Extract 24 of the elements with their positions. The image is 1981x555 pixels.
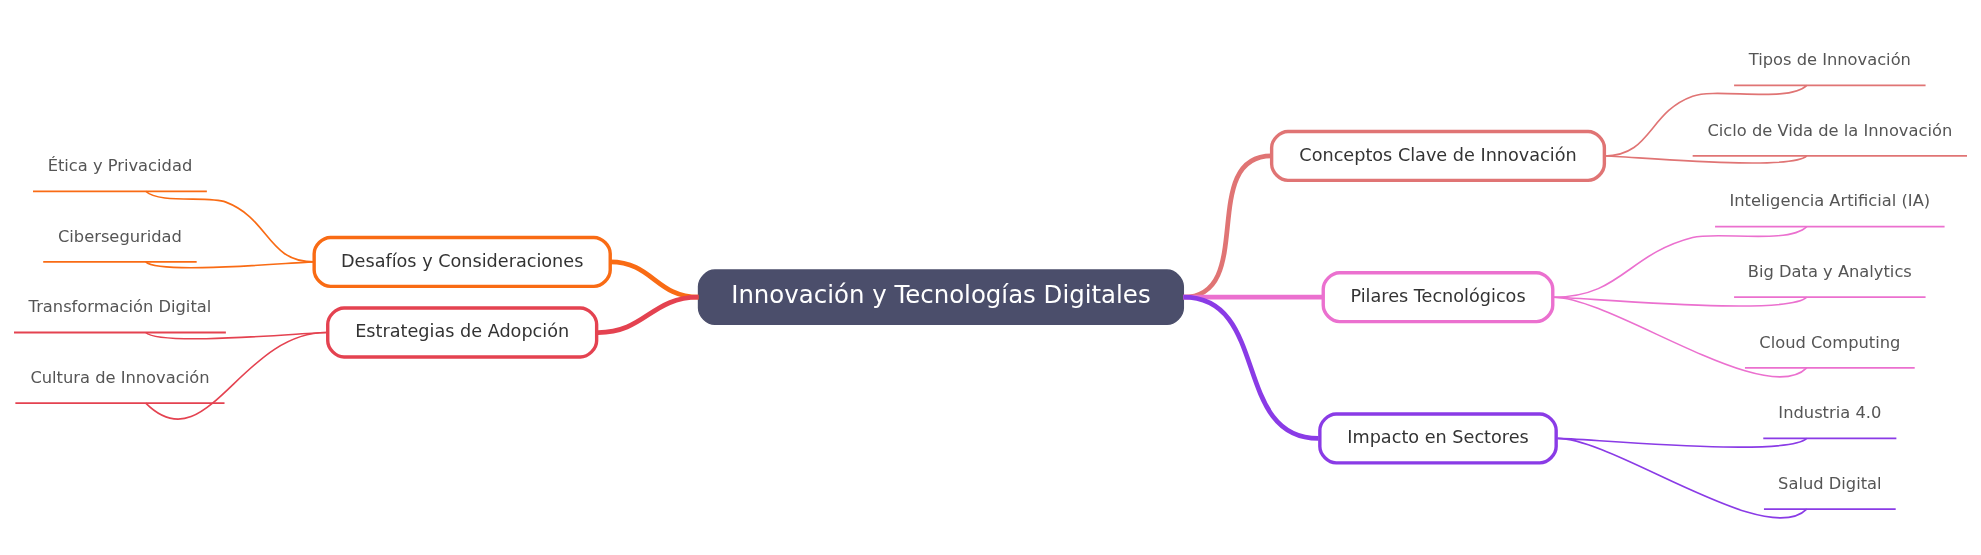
connector xyxy=(1603,155,1808,164)
node-box: Innovación y Tecnologías Digitales xyxy=(697,269,1185,326)
node-text: Ética y Privacidad xyxy=(47,156,193,176)
connector xyxy=(1556,437,1808,519)
node-text: Industria 4.0 xyxy=(1778,403,1882,423)
node-text: Inteligencia Artificial (IA) xyxy=(1729,191,1931,211)
node-text: Cloud Computing xyxy=(1759,332,1901,352)
node-box: Impacto en Sectores xyxy=(1318,412,1558,465)
node-box: Estrategias de Adopción xyxy=(326,306,599,359)
connector xyxy=(144,331,328,420)
connector xyxy=(1183,294,1319,441)
connector xyxy=(1552,296,1808,378)
node-box: Pilares Tecnológicos xyxy=(1321,271,1555,324)
node-text: Salud Digital xyxy=(1778,473,1882,493)
node-text: Ciberseguridad xyxy=(57,226,182,246)
node-text: Tipos de Innovación xyxy=(1748,50,1911,70)
node-text: Ciclo de Vida de la Innovación xyxy=(1707,120,1953,140)
node-text: Big Data y Analytics xyxy=(1747,261,1912,281)
node-box: Conceptos Clave de Innovación xyxy=(1269,129,1607,183)
node-text: Transformación Digital xyxy=(28,297,212,317)
node-box: Desafíos y Consideraciones xyxy=(312,235,612,289)
node-text: Cultura de Innovación xyxy=(30,367,210,387)
connector xyxy=(144,261,315,269)
connector xyxy=(597,294,699,335)
